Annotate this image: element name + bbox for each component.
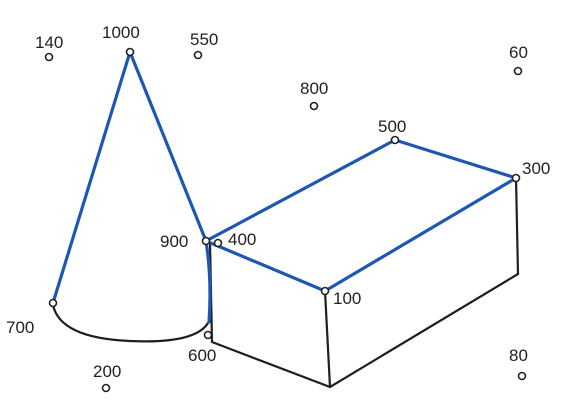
label-100: 100 [333,289,361,308]
cone-right-edge [128,50,208,243]
cone-base-arc [51,303,210,343]
label-1000: 1000 [102,23,140,42]
point-markers [44,47,527,393]
point-60 [513,66,523,76]
point-100 [320,286,330,296]
label-600: 600 [188,346,216,365]
label-800: 800 [300,79,328,98]
point-550 [193,50,203,60]
label-900: 900 [160,232,188,251]
point-600 [203,330,213,340]
label-400: 400 [228,230,256,249]
point-800 [309,101,319,111]
box-front-right-edge [323,289,332,389]
box-bottom-right-edge [328,272,520,389]
point-700 [48,298,58,308]
blue-edges [51,50,518,324]
cone-left-edge [51,50,132,305]
point-300 [511,173,521,183]
label-60: 60 [509,43,528,62]
label-700: 700 [6,318,34,337]
label-300: 300 [522,159,550,178]
point-80 [517,371,527,381]
box-top-face-outline [204,138,518,293]
label-140: 140 [35,33,63,52]
point-500 [390,135,400,145]
label-80: 80 [509,346,528,365]
point-900 [201,236,211,246]
label-200: 200 [93,362,121,381]
point-400 [213,238,223,248]
point-labels: 140 1000 550 60 800 500 300 900 400 100 … [6,23,550,381]
label-550: 550 [190,30,218,49]
cone-right-lower-edge [204,239,212,324]
box-back-right-edge [514,176,520,276]
point-1000 [125,47,135,57]
black-edges [51,176,520,389]
box-front-bottom-edge [210,340,332,389]
label-500: 500 [378,117,406,136]
point-140 [44,52,54,62]
point-200 [101,383,111,393]
